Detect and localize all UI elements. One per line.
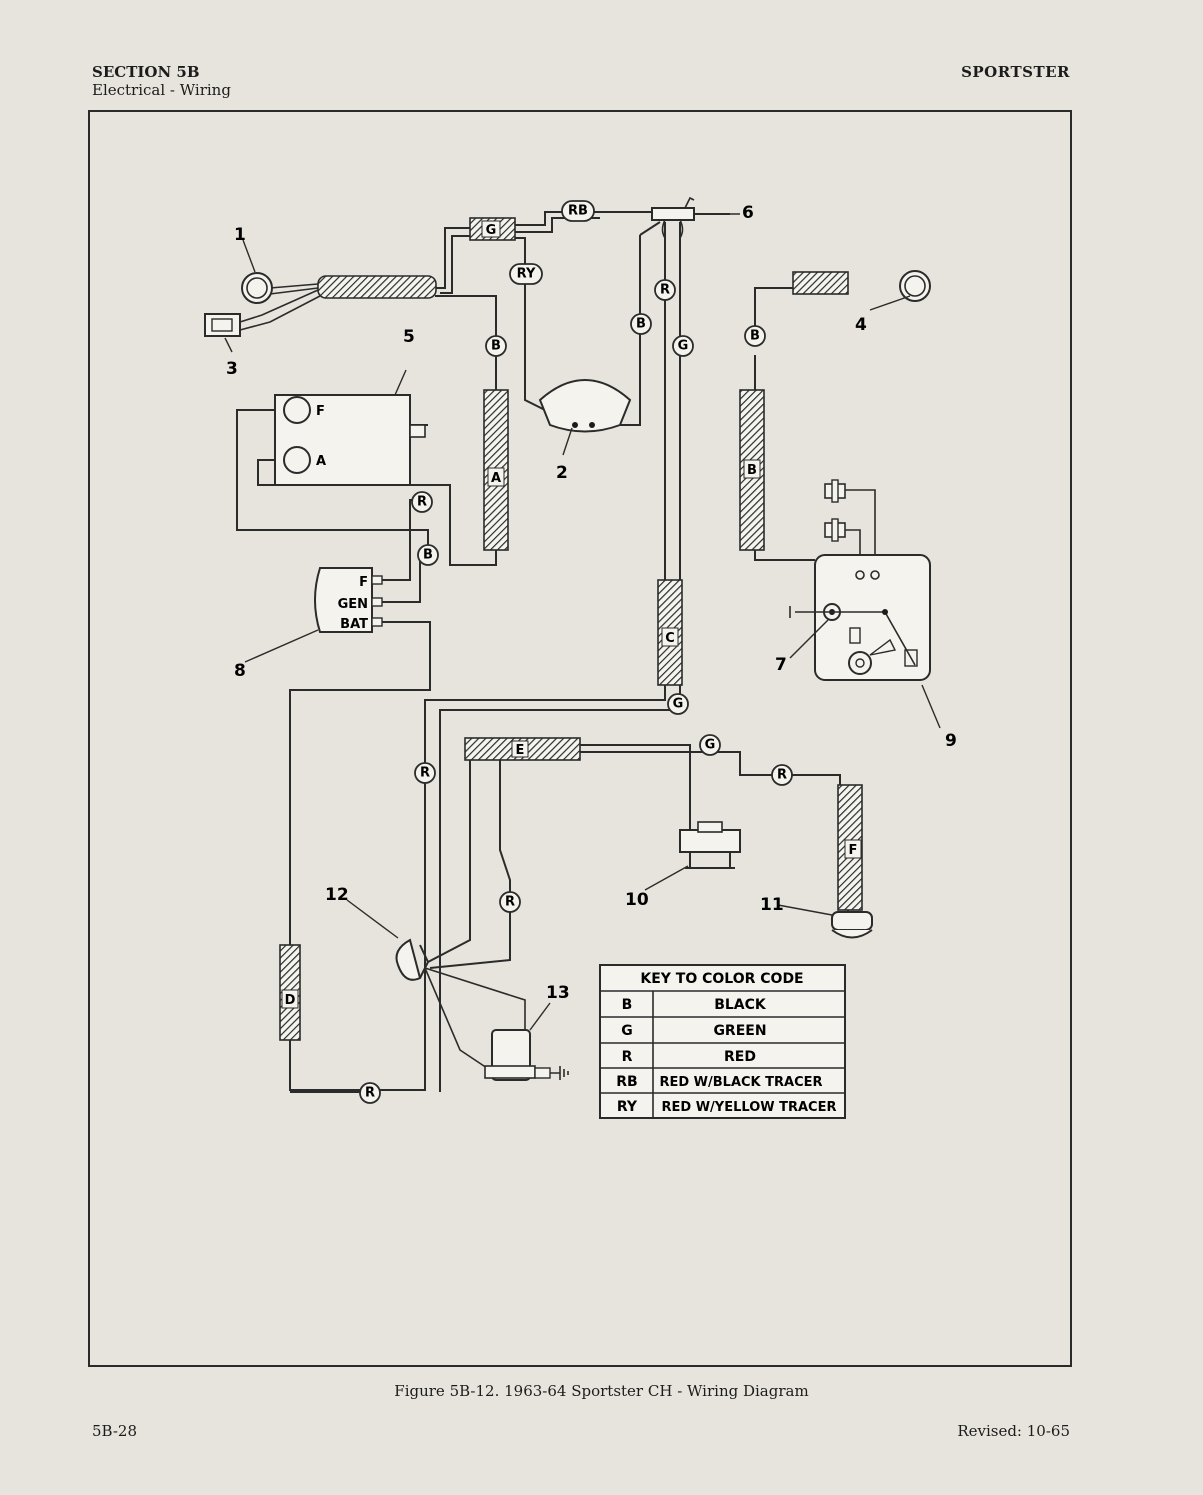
- svg-text:R: R: [660, 283, 670, 298]
- conduit-g-letter: G: [486, 223, 497, 238]
- wire-tag-g: [672, 335, 694, 357]
- model-name: SPORTSTER: [961, 63, 1070, 81]
- color-key-code: RB: [616, 1074, 637, 1090]
- color-key-title: KEY TO COLOR CODE: [640, 971, 803, 987]
- callout-8: 8: [234, 661, 246, 681]
- main-harness-conduit: [317, 275, 437, 299]
- wire-tag-r: [771, 764, 793, 786]
- color-key-name: BLACK: [714, 997, 767, 1013]
- color-key-code: R: [622, 1049, 633, 1065]
- callout-9: 9: [945, 731, 957, 751]
- wire-tag-b: [630, 313, 652, 335]
- figure-frame: [88, 110, 1072, 1367]
- stop-lamp: [831, 911, 873, 931]
- revision-date: Revised: 10-65: [957, 1422, 1070, 1440]
- conduit-e-letter: E: [516, 743, 525, 758]
- svg-text:G: G: [673, 697, 684, 712]
- regulator: [314, 567, 373, 633]
- color-key-name: RED: [724, 1049, 756, 1065]
- callout-3: 3: [226, 359, 238, 379]
- callout-13: 13: [546, 983, 570, 1003]
- regulator-bat-label: BAT: [340, 617, 368, 632]
- callout-4: 4: [855, 315, 867, 335]
- wire-tag-r: [499, 891, 521, 913]
- regulator-gen-label: GEN: [338, 597, 368, 612]
- svg-text:B: B: [423, 548, 433, 563]
- wire-tag-r: [654, 279, 676, 301]
- callouts: 1 2 3 4 5 6 7 8 9 10 11 12 13: [224, 203, 957, 1031]
- wire-tag-g: [667, 693, 689, 715]
- conduit-c-letter: C: [665, 631, 675, 646]
- wire-tag-r: [414, 762, 436, 784]
- svg-text:B: B: [636, 317, 646, 332]
- wire-tag-rb: [561, 200, 595, 222]
- callout-10: 10: [625, 890, 649, 910]
- regulator-f-label: F: [359, 575, 368, 590]
- svg-text:RB: RB: [568, 204, 588, 219]
- components: F A F GEN BAT: [204, 196, 931, 1081]
- wire-tag-b: [485, 335, 507, 357]
- generator-a-terminal: [283, 446, 311, 474]
- color-key-name: GREEN: [713, 1023, 766, 1039]
- callout-2: 2: [556, 463, 568, 483]
- callout-12: 12: [325, 885, 349, 905]
- color-key-table: KEY TO COLOR CODE B BLACK G GREEN R RED …: [599, 964, 846, 1119]
- wire-tag-r: [359, 1082, 381, 1104]
- svg-text:RY: RY: [517, 267, 536, 282]
- svg-text:G: G: [678, 339, 689, 354]
- tail-lamp: [538, 379, 632, 433]
- wire-color-tags: RB RY B B R G B R B G G R R R: [359, 200, 793, 1104]
- color-key-name: RED W/BLACK TRACER: [659, 1075, 822, 1090]
- generator-f-label: F: [316, 404, 325, 419]
- svg-text:B: B: [750, 329, 760, 344]
- svg-text:G: G: [705, 738, 716, 753]
- section-number: SECTION 5B: [92, 63, 200, 81]
- color-key-code: B: [622, 997, 633, 1013]
- ignition-coil: [679, 829, 741, 853]
- conduit-b-letter: B: [747, 463, 757, 478]
- callout-1: 1: [234, 225, 246, 245]
- page-number: 5B-28: [92, 1422, 137, 1440]
- right-handlebar-conduit: [792, 271, 849, 295]
- wire-tag-g: [699, 734, 721, 756]
- wire-tag-r: [411, 491, 433, 513]
- conduit-letters: G A B C D E F: [281, 220, 862, 1009]
- horn: [395, 938, 422, 981]
- callout-5: 5: [403, 327, 415, 347]
- wire-tag-b: [744, 325, 766, 347]
- svg-text:R: R: [505, 895, 515, 910]
- stop-lamp-switch: [651, 207, 695, 221]
- color-key-code: G: [621, 1023, 633, 1039]
- callout-6: 6: [742, 203, 754, 223]
- wire-tag-b: [417, 544, 439, 566]
- wires: [236, 211, 916, 1093]
- color-key-name: RED W/YELLOW TRACER: [662, 1100, 837, 1115]
- ignition-switch: [204, 313, 241, 337]
- circuit-breaker: [814, 554, 931, 681]
- figure-caption: Figure 5B-12. 1963-64 Sportster CH - Wir…: [394, 1382, 809, 1400]
- callout-7: 7: [775, 655, 787, 675]
- color-key-code: RY: [617, 1099, 638, 1115]
- wire-tag-ry: [509, 263, 543, 285]
- conduit-f-letter: F: [849, 843, 858, 858]
- svg-text:B: B: [491, 339, 501, 354]
- section-subtitle: Electrical - Wiring: [92, 81, 231, 99]
- generator-f-terminal: [283, 396, 311, 424]
- conduit-a-letter: A: [491, 471, 501, 486]
- svg-text:R: R: [417, 495, 427, 510]
- conduit-d-letter: D: [285, 993, 296, 1008]
- svg-text:R: R: [777, 768, 787, 783]
- svg-text:R: R: [365, 1086, 375, 1101]
- svg-text:R: R: [420, 766, 430, 781]
- callout-11: 11: [760, 895, 784, 915]
- generator-a-label: A: [316, 454, 326, 469]
